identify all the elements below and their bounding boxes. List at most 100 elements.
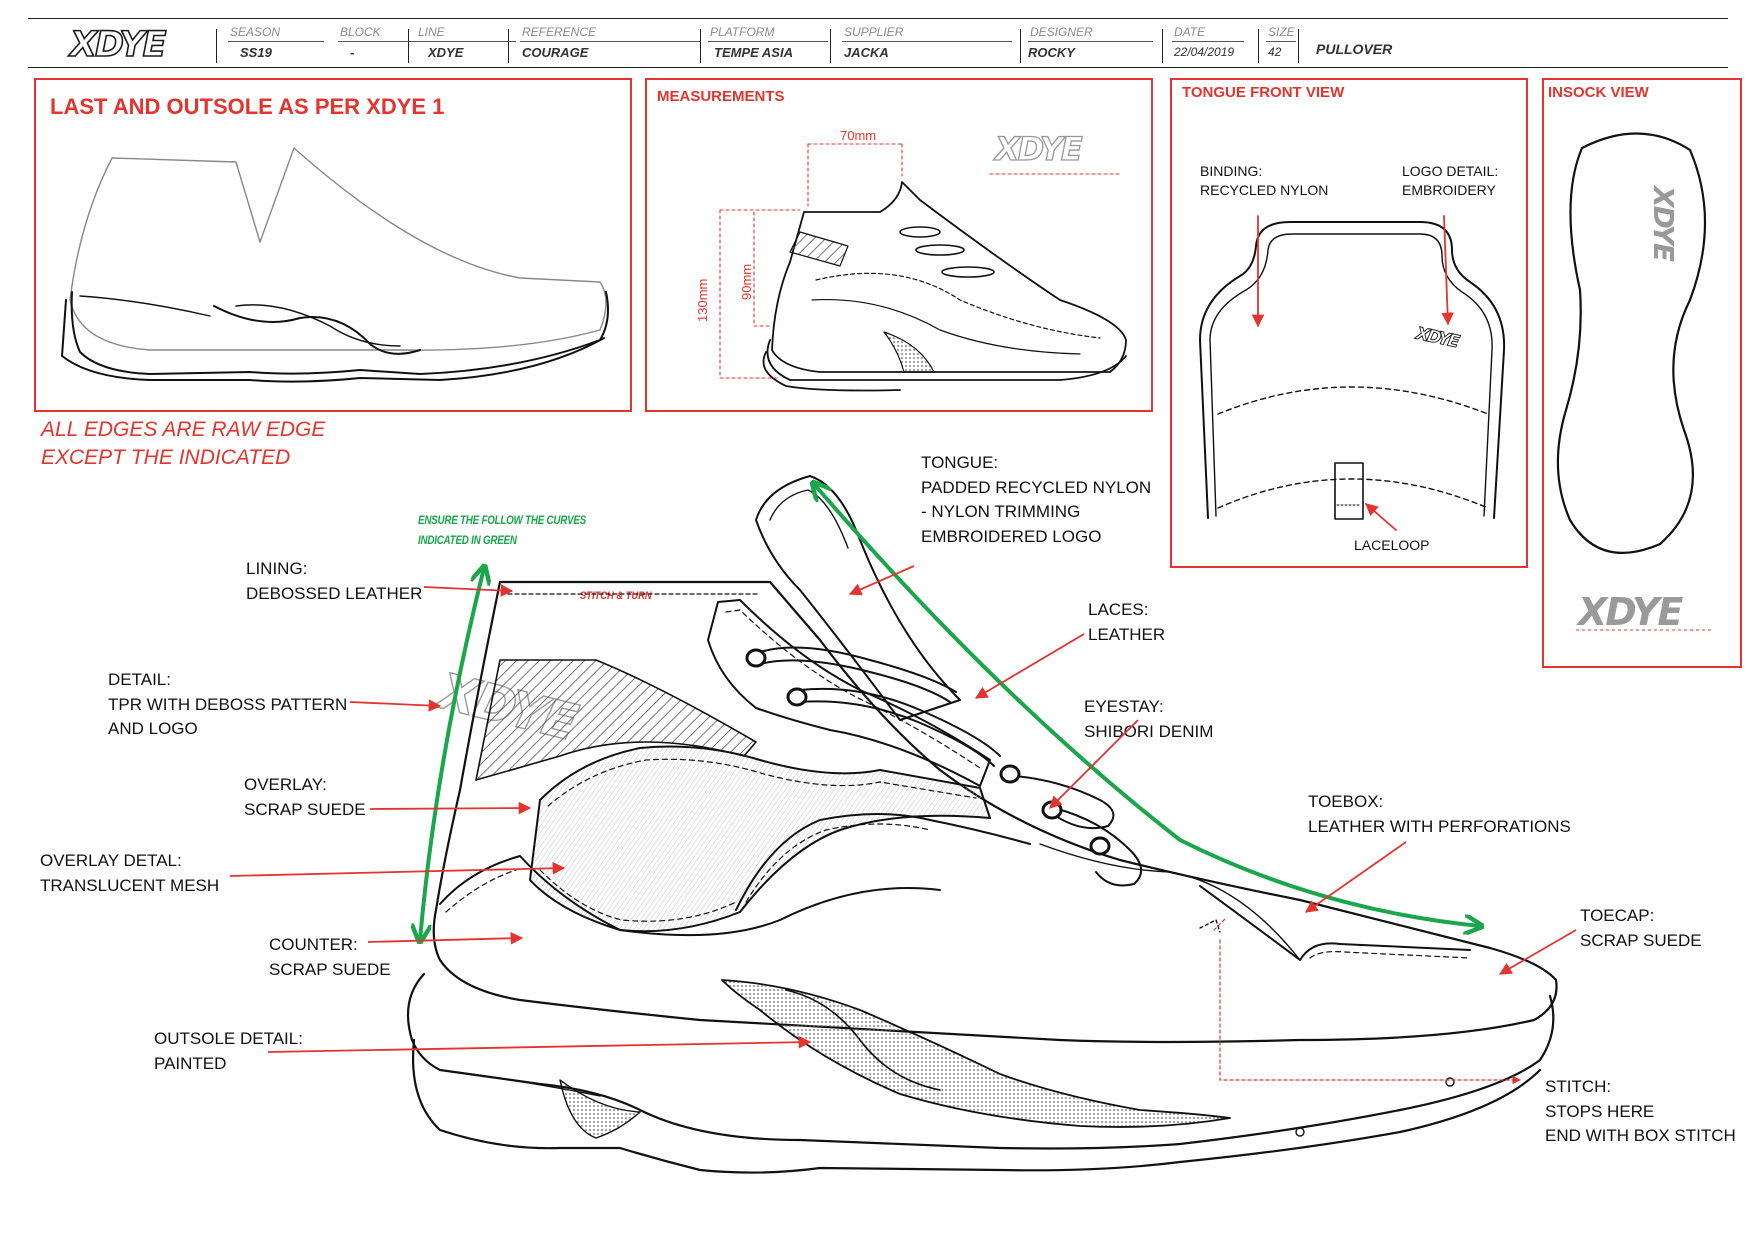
panel-title: INSOCK VIEW [1548,84,1649,101]
main-shoe-drawing [406,475,1558,1174]
brand-logo: XDYE [994,129,1083,168]
field-designer: DESIGNER ROCKY [1024,23,1154,60]
callout-line: SCRAP SUEDE [269,959,391,979]
field-rule [338,41,428,42]
field-date: DATE 22/04/2019 [1168,23,1248,59]
panel-title: LAST AND OUTSOLE AS PER XDYE 1 [50,94,445,119]
callout-line: TONGUE: [921,453,999,472]
field-caption: DESIGNER [1030,25,1093,39]
callout-stitch: STITCH: STOPS HERE END WITH BOX STITCH [1545,1075,1736,1149]
spec-header: XDYE SEASON SS19 BLOCK - LINE XDYE REFER… [28,18,1728,68]
field-caption: SEASON [230,25,281,39]
callout-outsole: OUTSOLE DETAIL: PAINTED [154,1027,303,1076]
field-value: SS19 [240,45,272,60]
insock-logo: XDYE [1578,590,1683,634]
callout-toecap: TOECAP: SCRAP SUEDE [1580,904,1702,953]
callout-line: SCRAP SUEDE [1580,930,1702,950]
dimension-width: 70mm [840,128,877,143]
callout-line: OUTSOLE DETAIL: [154,1029,303,1048]
raw-edge-note-line1: ALL EDGES ARE RAW EDGE [41,418,326,441]
header-divider [700,29,701,63]
callout-counter: COUNTER: SCRAP SUEDE [269,933,391,982]
last-outsole-panel: LAST AND OUTSOLE AS PER XDYE 1 [34,78,632,412]
field-value: 42 [1268,45,1282,59]
field-line: LINE XDYE [412,23,522,60]
field-supplier: SUPPLIER JACKA [838,23,1018,60]
insock-panel: INSOCK VIEW XDYE XDYE [1542,78,1742,668]
callout-arrows [229,565,1577,1053]
callout-line: END WITH BOX STITCH [1545,1126,1736,1145]
callout-overlay-detail: OVERLAY DETAL: TRANSLUCENT MESH [40,849,219,898]
callout-lining: LINING: DEBOSSED LEATHER [246,557,422,606]
field-caption: SIZE [1268,25,1295,39]
field-rule [520,41,700,42]
callout-line: DEBOSSED LEATHER [246,583,423,603]
field-value: ROCKY [1028,45,1075,60]
field-rule [708,41,828,42]
panel-title: MEASUREMENTS [657,88,785,105]
callout-line: LINING: [246,559,308,578]
header-divider [216,29,217,63]
insock-drawing [1556,132,1712,631]
field-caption: REFERENCE [522,25,597,39]
field-caption: SUPPLIER [844,25,904,39]
logo-detail-line1: LOGO DETAIL: [1402,163,1499,179]
stitch-turn-note: STITCH & TURN [580,590,652,602]
callout-line: TPR WITH DEBOSS PATTERN [108,694,348,714]
field-value: TEMPE ASIA [714,45,793,60]
callout-line: TOECAP: [1580,906,1655,925]
field-season: SEASON SS19 [224,23,324,60]
field-block: BLOCK - [334,23,434,60]
field-value: 22/04/2019 [1174,45,1235,59]
callout-line: STITCH: [1545,1077,1612,1096]
callout-line: DETAIL: [108,670,171,689]
field-caption: DATE [1174,25,1206,39]
callout-line: OVERLAY: [244,775,327,794]
callout-line: TRANSLUCENT MESH [40,875,220,895]
field-value: XDYE [428,45,464,60]
field-value: - [350,45,355,60]
header-divider [1162,29,1163,63]
panel-title: TONGUE FRONT VIEW [1182,84,1345,101]
header-divider [830,29,831,63]
field-rule [842,41,1012,42]
field-value: JACKA [844,45,889,60]
callout-line: OVERLAY DETAL: [40,851,182,870]
header-divider [508,29,509,63]
field-rule [1028,41,1153,42]
field-caption: PLATFORM [710,25,775,39]
product-type: PULLOVER [1316,41,1393,57]
field-platform: PLATFORM TEMPE ASIA [704,23,834,60]
binding-label-line1: BINDING: [1200,163,1263,179]
callout-line: SCRAP SUEDE [244,799,366,819]
green-note-line2: INDICATED IN GREEN [418,533,517,547]
brand-logo: XDYE [69,24,167,66]
header-divider [1258,29,1259,63]
tongue-front-panel: TONGUE FRONT VIEW BINDING: RECYCLED NYLO… [1170,78,1528,568]
field-rule [1172,41,1244,42]
binding-label-line2: RECYCLED NYLON [1200,182,1329,198]
header-divider [1298,29,1299,63]
last-drawing [61,147,609,383]
callout-detail: DETAIL: TPR WITH DEBOSS PATTERN AND LOGO [108,668,347,742]
field-size: SIZE 42 [1262,23,1302,59]
tongue-drawing [1199,215,1506,531]
callout-line: COUNTER: [269,935,358,954]
field-rule [1266,41,1296,42]
raw-edge-note-line2: EXCEPT THE INDICATED [41,446,291,469]
field-value: COURAGE [522,45,589,60]
field-caption: LINE [418,25,445,39]
logo-detail-line2: EMBROIDERY [1402,182,1496,198]
callout-line: AND LOGO [108,719,198,738]
measurements-panel: MEASUREMENTS 70mm 90mm 130mm XDYE [645,78,1153,412]
header-divider [408,29,409,63]
field-reference: REFERENCE COURAGE [516,23,706,60]
field-rule [228,41,324,42]
field-caption: BLOCK [340,25,381,39]
green-guides [420,484,1480,940]
callout-overlay: OVERLAY: SCRAP SUEDE [244,773,366,822]
green-note-line1: ENSURE THE FOLLOW THE CURVES [418,513,587,527]
callout-line: STOPS HERE [1545,1101,1655,1121]
callout-line: PAINTED [154,1053,227,1073]
